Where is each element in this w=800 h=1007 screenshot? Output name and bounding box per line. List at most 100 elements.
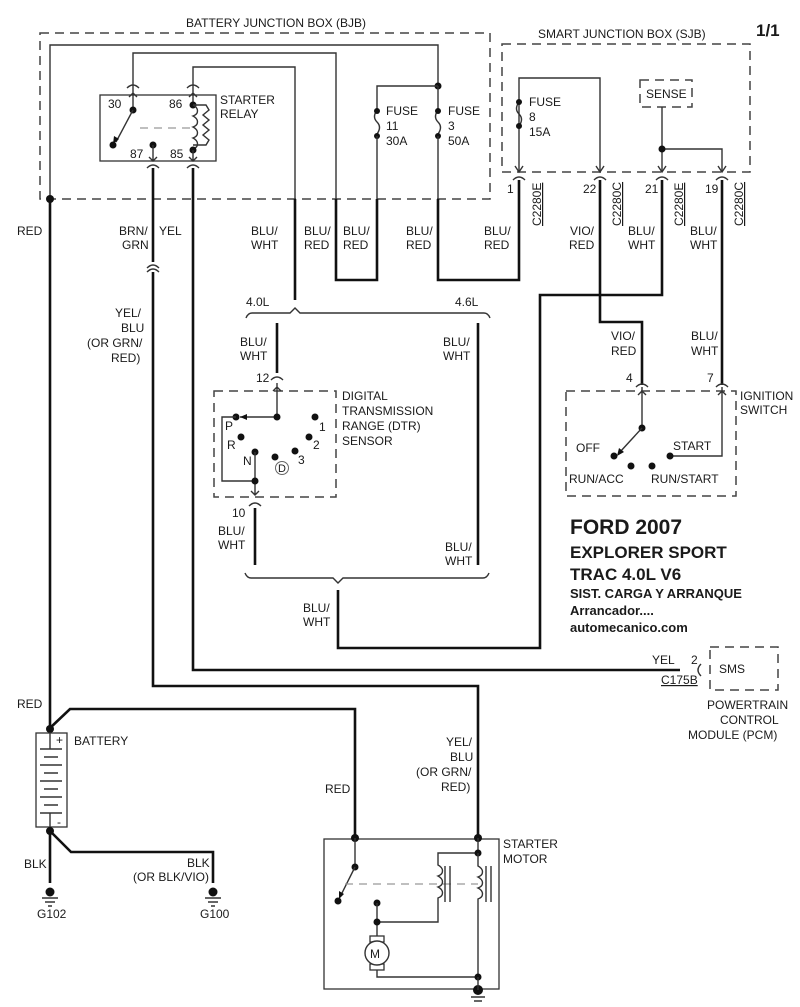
title-line-6: automecanico.com bbox=[570, 620, 688, 635]
title-block: FORD 2007 EXPLORER SPORT TRAC 4.0L V6 SI… bbox=[570, 516, 742, 635]
engine-bracket-top bbox=[245, 307, 491, 319]
red-battery-to-starter-wire bbox=[49, 707, 357, 838]
fuse-3-label-3: 50A bbox=[448, 134, 469, 148]
wire-yb-1: YEL/ bbox=[115, 306, 142, 320]
wire-bw46b-1: BLU/ bbox=[445, 540, 472, 554]
page-indicator: 1/1 bbox=[756, 21, 780, 40]
wire-blk-g100-2: (OR BLK/VIO) bbox=[133, 870, 209, 884]
sjb-label: SMART JUNCTION BOX (SJB) bbox=[538, 27, 706, 41]
wire-bw-a1: BLU/ bbox=[251, 224, 278, 238]
brn-inline-connector bbox=[146, 264, 160, 273]
fuse-11: FUSE 11 30A bbox=[373, 104, 418, 148]
relay-30-feed-wire bbox=[132, 52, 337, 199]
pcm: YEL 2 C175B SMS POWERTRAIN CONTROL MODUL… bbox=[652, 646, 788, 742]
fuse-11-label-1: FUSE bbox=[386, 104, 418, 118]
fuse-bus-wire bbox=[376, 85, 438, 110]
dtr-pos-1-dot bbox=[311, 413, 319, 421]
wire-blk-g102: BLK bbox=[24, 857, 47, 871]
wire-bw10-1: BLU/ bbox=[218, 524, 245, 538]
battery-junction-box: BATTERY JUNCTION BOX (BJB) bbox=[39, 16, 491, 200]
wire-red-main: RED bbox=[17, 224, 43, 238]
relay-86-feed-wire bbox=[192, 66, 296, 199]
relay-bottom-pins bbox=[148, 145, 198, 162]
wire-vr-2: RED bbox=[569, 238, 595, 252]
starter-switch-contact-dot bbox=[334, 897, 342, 905]
wire-bw46-1: BLU/ bbox=[443, 335, 470, 349]
wire-bwjoin-2: WHT bbox=[303, 615, 331, 629]
dtr-pos-2: 2 bbox=[313, 438, 320, 452]
fuse-3: FUSE 3 50A bbox=[434, 86, 480, 148]
sense-splice-dot bbox=[658, 145, 666, 153]
sjb-connectors bbox=[512, 176, 729, 181]
blu-red-sjb-wire bbox=[436, 180, 521, 282]
wire-bw-c1: BLU/ bbox=[690, 224, 717, 238]
fuse-11-label-2: 11 bbox=[386, 119, 399, 133]
wire-ybm-3: (OR GRN/ bbox=[416, 765, 472, 779]
sjb-conn-19: C2280C bbox=[732, 182, 746, 226]
wire-yel: YEL bbox=[159, 224, 182, 238]
dtr-boundary bbox=[213, 390, 337, 498]
dtr-d-circle bbox=[275, 461, 289, 475]
fuse-3-label-1: FUSE bbox=[448, 104, 480, 118]
wire-vr2-2: RED bbox=[611, 344, 637, 358]
title-line-5: Arrancador.... bbox=[570, 603, 654, 618]
wire-brn-1: BRN/ bbox=[119, 224, 148, 238]
sjb-pin-1: 1 bbox=[507, 182, 514, 196]
ign-pos-off: OFF bbox=[576, 441, 600, 455]
wire-bw40-2: WHT bbox=[240, 349, 268, 363]
fuse-out-wires bbox=[376, 136, 439, 199]
starter-label-2: MOTOR bbox=[503, 852, 548, 866]
engine-46-label: 4.6L bbox=[455, 295, 479, 309]
relay-label-1: STARTER bbox=[220, 93, 275, 107]
ign-start-dot bbox=[666, 452, 674, 460]
relay-coil bbox=[191, 104, 199, 150]
starter-label-1: STARTER bbox=[503, 837, 558, 851]
ground-wires bbox=[48, 830, 215, 883]
wire-blk-g100-1: BLK bbox=[187, 856, 210, 870]
wire-ybm-1: YEL/ bbox=[446, 735, 473, 749]
starter-relay-box bbox=[99, 94, 217, 162]
relay-switch-arm bbox=[115, 109, 134, 143]
dtr-pos-3-dot bbox=[291, 447, 299, 455]
relay-bottom-connectors bbox=[146, 164, 200, 169]
ground-g102: G102 bbox=[37, 887, 67, 921]
dtr-output-dot bbox=[251, 477, 259, 485]
starter-motor-box bbox=[323, 838, 500, 990]
starter-motor: M STARTER MOTOR bbox=[323, 834, 558, 1002]
battery-cells-icon bbox=[40, 733, 62, 827]
relay-pin-85-label: 85 bbox=[170, 147, 184, 161]
engine-40-label: 4.0L bbox=[246, 295, 270, 309]
fuse-8-symbol bbox=[515, 101, 523, 127]
title-line-2: EXPLORER SPORT bbox=[570, 543, 727, 562]
fuse-8-label-2: 8 bbox=[529, 110, 536, 124]
ground-g100: G100 bbox=[200, 887, 230, 921]
ign-pos-runstart: RUN/START bbox=[651, 472, 719, 486]
ign-connectors bbox=[635, 383, 729, 388]
dtr-label-2: TRANSMISSION bbox=[342, 404, 433, 418]
sense-wires bbox=[661, 107, 723, 172]
wire-bwign-1: BLU/ bbox=[691, 329, 718, 343]
ign-pos-start: START bbox=[673, 439, 712, 453]
relay-top-connectors bbox=[126, 84, 200, 89]
pcm-boundary bbox=[709, 646, 779, 691]
wire-ybm-2: BLU bbox=[450, 750, 473, 764]
sjb-conn-21: C2280E bbox=[672, 183, 686, 226]
relay-pin-30-label: 30 bbox=[108, 97, 122, 111]
pcm-label-1: POWERTRAIN bbox=[707, 698, 788, 712]
title-line-1: FORD 2007 bbox=[570, 516, 682, 539]
ign-pin-4: 4 bbox=[626, 371, 633, 385]
ground-g100-dot bbox=[208, 887, 218, 897]
wire-labels: RED BRN/ GRN YEL BLU/ WHT BLU/ RED BLU/ … bbox=[17, 224, 719, 884]
battery-minus: - bbox=[57, 815, 61, 829]
sjb-pin-22: 22 bbox=[583, 182, 597, 196]
dtr-top-connector bbox=[270, 376, 284, 381]
sjb-conn-1: C2280E bbox=[530, 183, 544, 226]
pcm-connector: C175B bbox=[661, 673, 698, 687]
wire-bw-a2: WHT bbox=[251, 238, 279, 252]
dtr-label-4: SENSOR bbox=[342, 434, 393, 448]
wire-br-b2: RED bbox=[343, 238, 369, 252]
ign-pin-7: 7 bbox=[707, 371, 714, 385]
bjb-boundary bbox=[39, 32, 491, 200]
brn-grn-yel-blu-wire bbox=[151, 168, 480, 838]
starter-hold-in-core bbox=[485, 866, 492, 902]
